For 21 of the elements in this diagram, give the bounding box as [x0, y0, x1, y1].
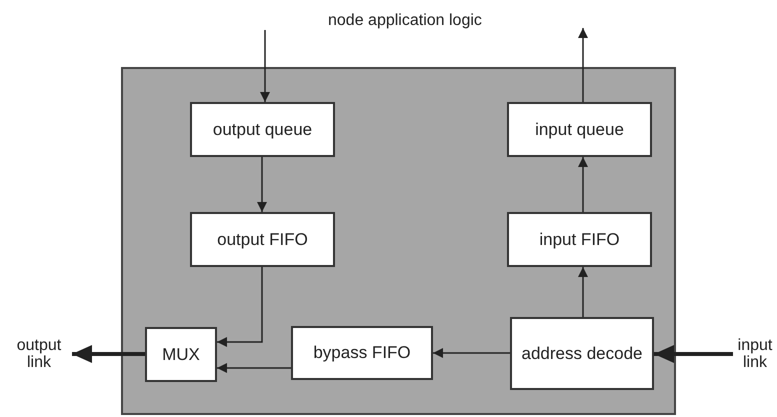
panel-background: [121, 67, 676, 415]
heading-label: node application logic: [328, 12, 482, 30]
process-box: input FIFO: [507, 212, 652, 267]
link-label: input link: [733, 336, 777, 374]
arrow: [578, 157, 588, 212]
process-box: input queue: [507, 102, 652, 157]
arrow: [260, 30, 270, 102]
arrow: [217, 267, 263, 347]
link-label: output link: [6, 336, 72, 374]
arrow: [654, 345, 733, 363]
arrow: [578, 28, 588, 102]
arrow: [433, 348, 510, 358]
arrow: [72, 345, 145, 363]
process-box: output FIFO: [190, 212, 335, 267]
arrow: [257, 157, 267, 212]
arrow: [217, 363, 291, 373]
process-box: MUX: [145, 327, 217, 382]
arrow: [578, 267, 588, 317]
process-box: address decode: [510, 317, 654, 390]
process-box: output queue: [190, 102, 335, 157]
process-box: bypass FIFO: [291, 326, 433, 380]
